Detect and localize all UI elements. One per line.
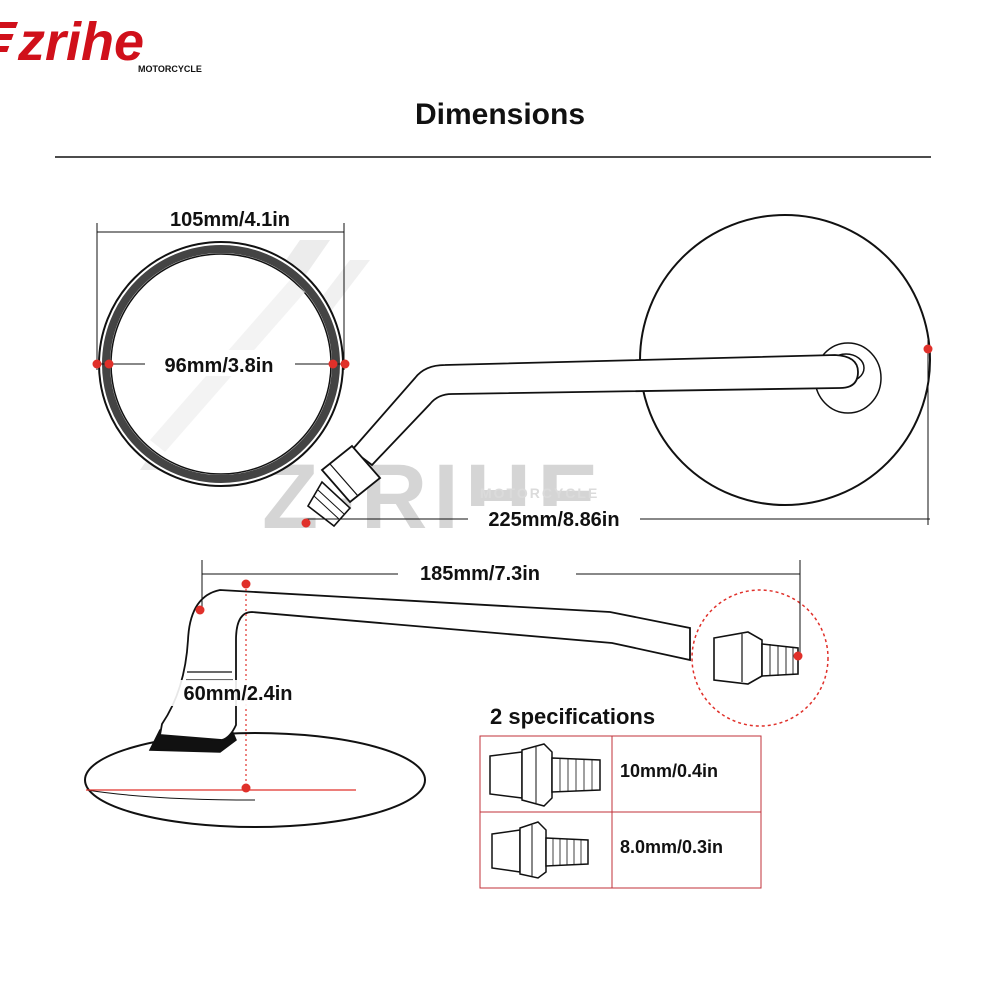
marker-dot bbox=[328, 359, 338, 369]
marker-dot bbox=[241, 783, 251, 793]
brand-logo-sub: MOTORCYCLE bbox=[138, 64, 202, 74]
mirror-side-view bbox=[84, 589, 829, 828]
threaded-bolt bbox=[713, 631, 799, 685]
marker-dot bbox=[104, 359, 114, 369]
marker-dot bbox=[923, 344, 933, 354]
height-dimension: 60mm/2.4in bbox=[86, 579, 356, 793]
spec-label-1: 10mm/0.4in bbox=[620, 761, 718, 781]
arm-length-label: 185mm/7.3in bbox=[420, 563, 540, 585]
bolt-small-icon bbox=[491, 821, 589, 879]
inner-diameter-label: 96mm/3.8in bbox=[165, 355, 274, 377]
total-length-label: 225mm/8.86in bbox=[488, 509, 619, 531]
brand-logo-word: zrihe bbox=[17, 12, 144, 72]
total-length-dimension: 225mm/8.86in bbox=[301, 340, 933, 532]
brand-logo: zrihe MOTORCYCLE bbox=[0, 12, 224, 74]
arm-length-dimension: 185mm/7.3in bbox=[195, 560, 803, 661]
marker-dot bbox=[301, 518, 311, 528]
spec-label-2: 8.0mm/0.3in bbox=[620, 837, 723, 857]
marker-dot bbox=[195, 605, 205, 615]
outer-diameter-dimension: 105mm/4.1in bbox=[96, 206, 345, 370]
height-label: 60mm/2.4in bbox=[184, 683, 293, 705]
bolt-large-icon bbox=[489, 743, 601, 807]
marker-dot bbox=[340, 359, 350, 369]
marker-dot bbox=[793, 651, 803, 661]
inner-diameter-dimension: 96mm/3.8in bbox=[92, 350, 350, 377]
page-title: Dimensions bbox=[415, 98, 585, 131]
marker-dot bbox=[241, 579, 251, 589]
threaded-bolt bbox=[306, 444, 382, 528]
specifications-title: 2 specifications bbox=[490, 704, 655, 729]
mirror-back-view bbox=[306, 214, 931, 528]
outer-diameter-label: 105mm/4.1in bbox=[170, 209, 290, 231]
marker-dot bbox=[92, 359, 102, 369]
detail-callout bbox=[691, 589, 829, 727]
watermark-sub: MOTORCYCLE bbox=[480, 485, 599, 501]
specifications-panel: 2 specifications 10mm/0.4in 8 bbox=[479, 704, 762, 889]
